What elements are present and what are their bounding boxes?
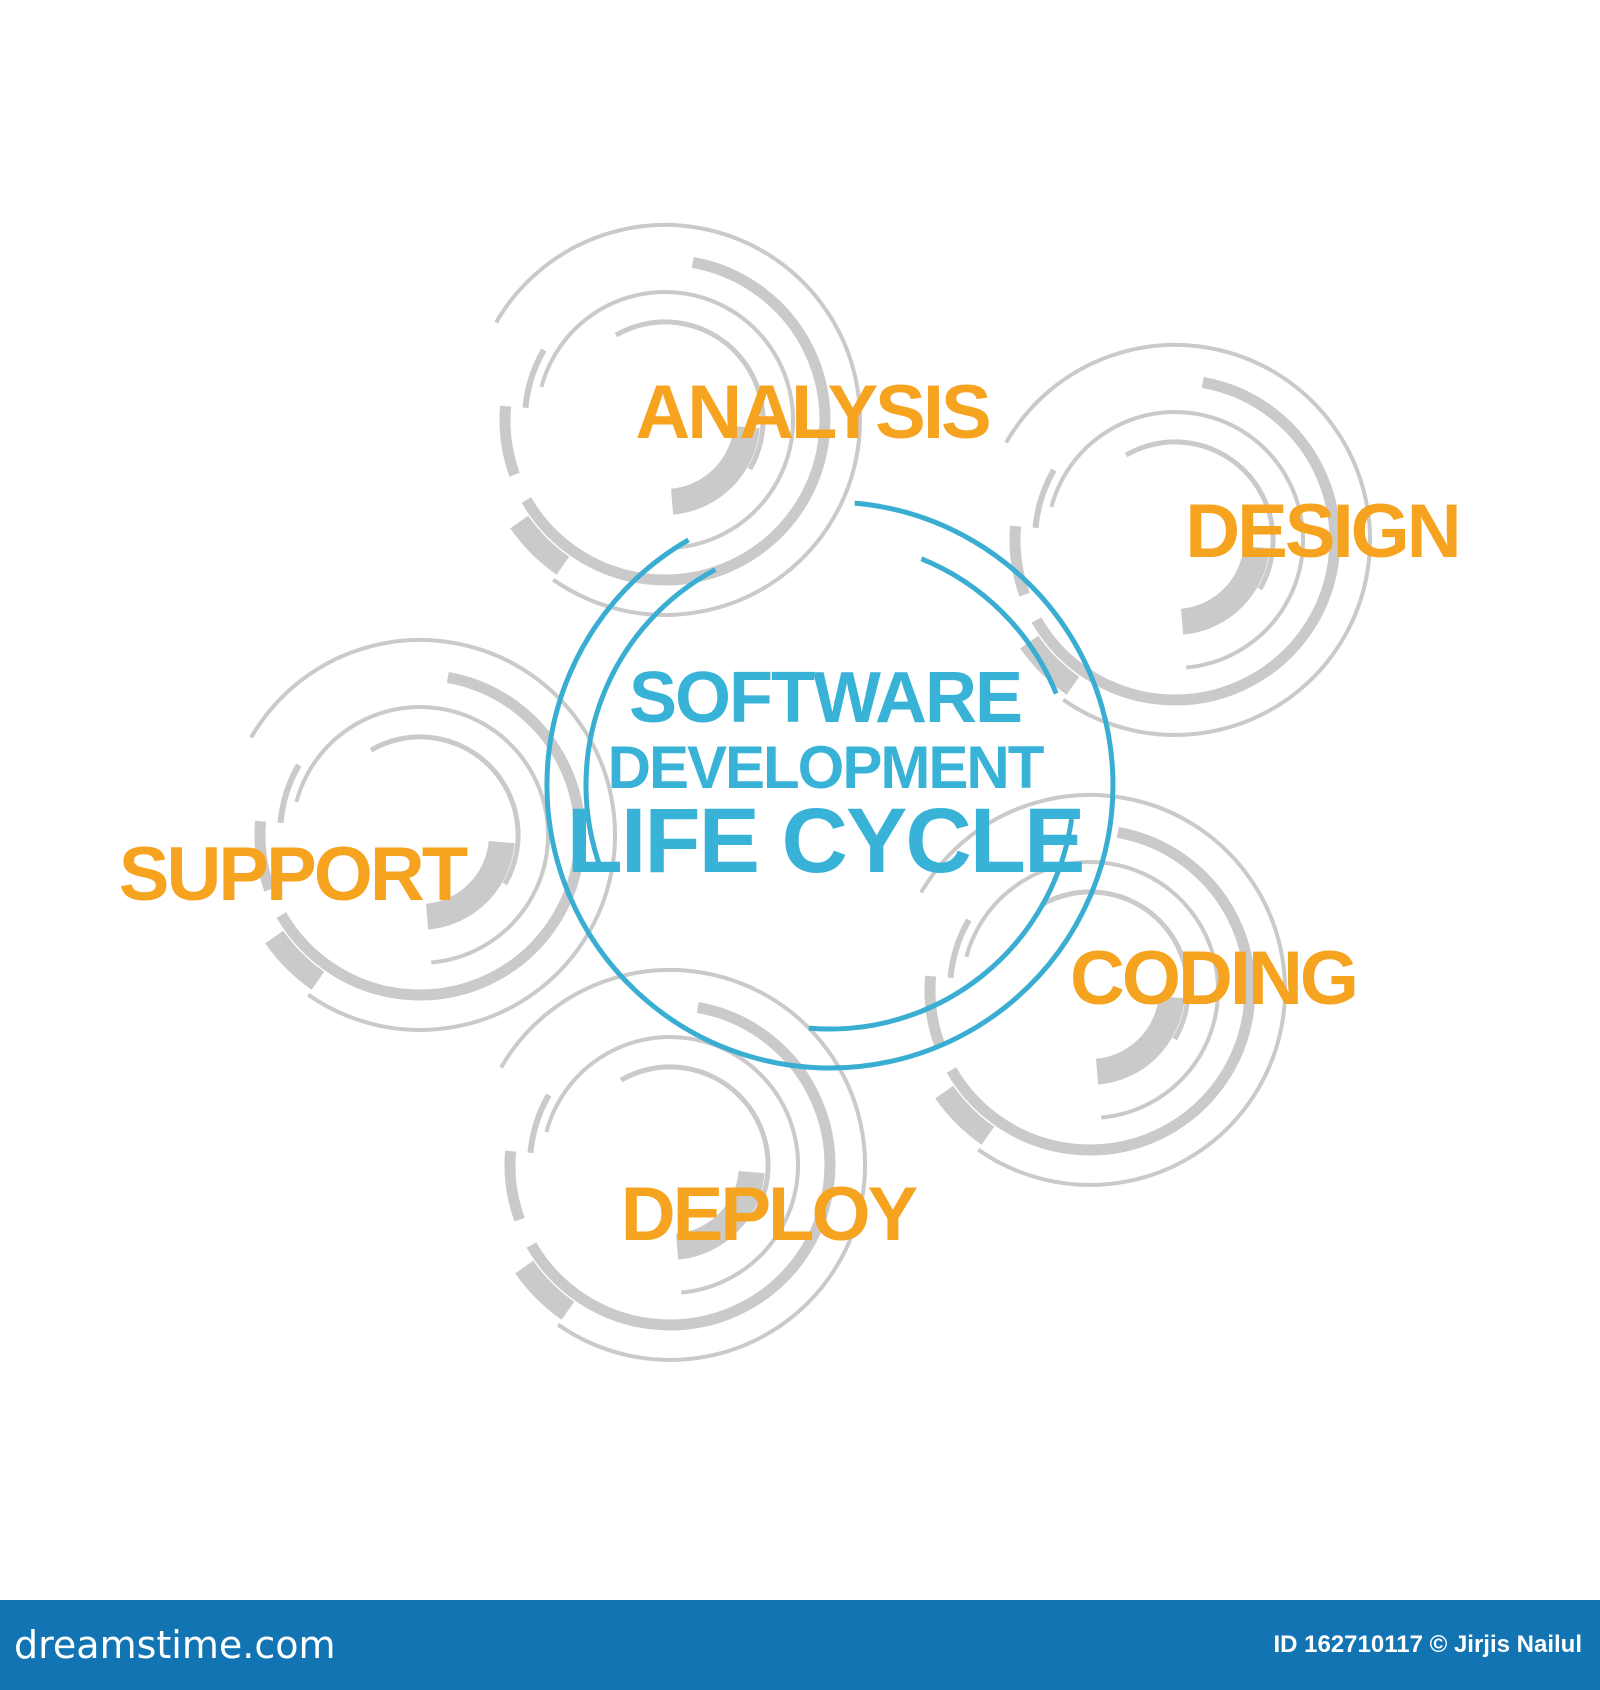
stage-ring-arc [515,1260,575,1320]
stage-ring-arc [1049,409,1305,670]
stage-ring-arc [1095,995,1185,1085]
footer-credit: ID 162710117 © Jirjis Nailul [1273,1631,1582,1658]
stage-ring-arc [369,734,521,886]
stage-label-design: DESIGN [1185,489,1458,574]
stage-label-coding: CODING [1070,936,1356,1021]
stage-ring-arc [619,1064,771,1216]
stage-ring-arc [294,704,550,965]
stage-ring-arc [946,826,1256,1156]
stage-ring-arc [527,1093,552,1154]
sdlc-diagram: SOFTWARE DEVELOPMENT LIFE CYCLE ANALYSIS… [119,222,1462,1362]
stage-ring-arc [499,405,520,477]
center-title-line-1: SOFTWARE [629,658,1021,738]
stage-ring-arc [919,792,1287,1187]
stage-ring-arc [670,425,760,515]
stage-ring-arc [249,637,617,1032]
stage-ring-arc [521,256,831,586]
stage-ring-arc [675,1170,765,1260]
stage-ring-arc [614,319,766,471]
center-ring-outer-arc [544,500,1116,1071]
stage-label-support: SUPPORT [119,832,468,917]
stage-ring-arc [494,222,862,617]
footer-bar: dreamstime.com ID 162710117 © Jirjis Nai… [0,1600,1600,1690]
stage-label-analysis: ANALYSIS [635,370,989,455]
stage-ring-arc [254,820,275,892]
stage-ring-arc [964,859,1220,1120]
stage-ring-layer [249,222,1372,1362]
stage-ring-arc [510,515,570,575]
stage-label-deploy: DEPLOY [621,1172,918,1257]
stage-ring-arc [1032,468,1057,529]
center-title-line-3: LIFE CYCLE [567,790,1084,892]
stage-ring-deploy [499,967,867,1362]
stage-ring-arc [1180,545,1270,635]
stage-ring-arc [935,1085,995,1145]
stage-ring-arc [1004,342,1372,737]
stage-ring-arc [924,975,945,1047]
stage-ring-arc [1009,525,1030,597]
center-ring-inner-arc [583,567,717,870]
stage-ring-arc [522,348,547,409]
stage-ring-arc [277,763,302,824]
stage-ring-analysis [494,222,862,617]
stage-ring-arc [425,840,515,930]
center-title-line-2: DEVELOPMENT [608,734,1044,801]
stage-ring-arc [539,289,795,550]
center-ring-inner-arc [920,556,1059,695]
stage-ring-arc [1039,889,1191,1041]
stage-ring-arc [544,1034,800,1295]
stage-ring-coding [919,792,1287,1187]
stage-ring-arc [526,1001,836,1331]
stage-ring-arc [276,671,586,1001]
center-ring-inner-arc [808,818,1075,1032]
stage-ring-arc [504,1150,525,1222]
stage-ring-arc [1124,439,1276,591]
stage-ring-arc [265,930,325,990]
stage-ring-arc [1031,376,1341,706]
stage-ring-arc [947,918,972,979]
stage-ring-arc [499,967,867,1362]
stage-ring-support [249,637,617,1032]
footer-logo[interactable]: dreamstime.com [14,1623,336,1667]
center-ring [544,500,1116,1071]
stage-ring-design [1004,342,1372,737]
